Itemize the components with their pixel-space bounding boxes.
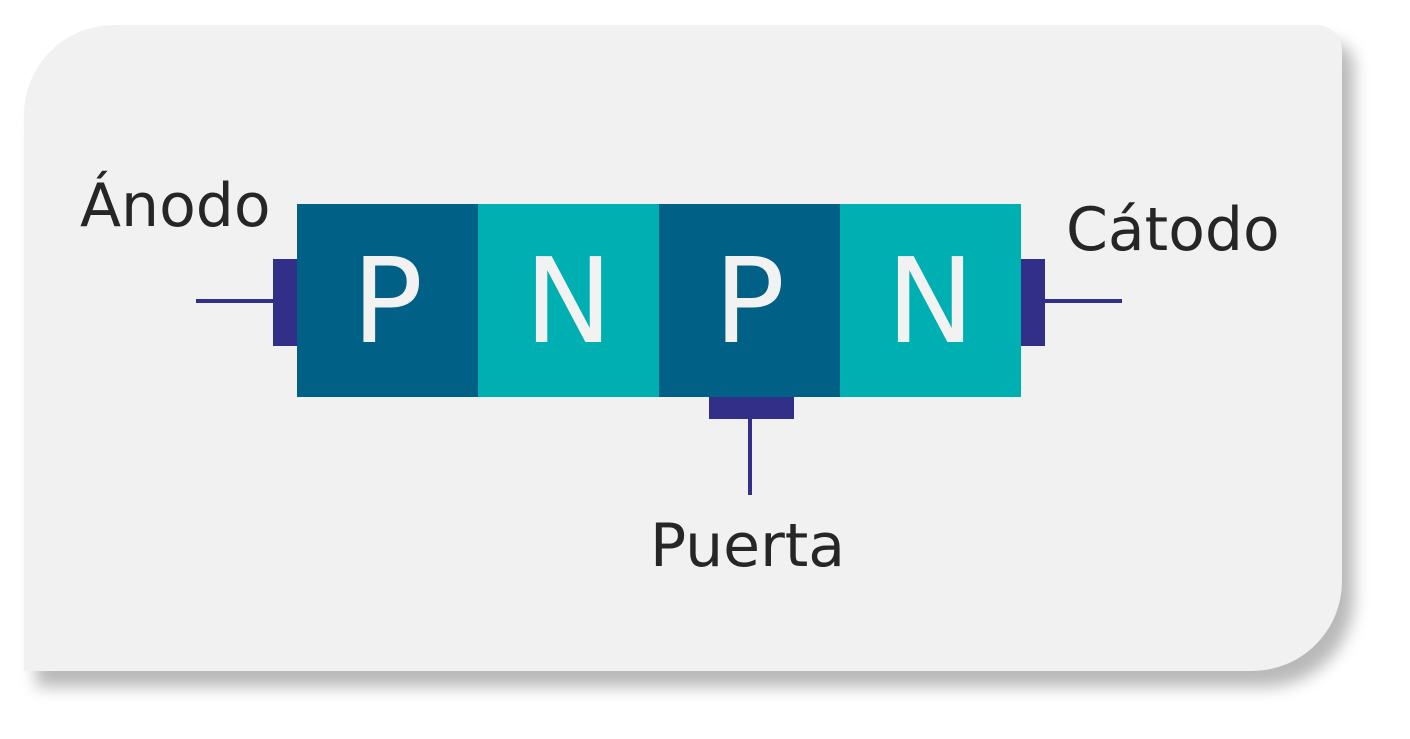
region-p1: P: [297, 204, 478, 397]
cathode-terminal-plate: [1021, 259, 1045, 346]
region-p2: P: [659, 204, 840, 397]
region-n2: N: [840, 204, 1021, 397]
cathode-terminal-lead: [1045, 299, 1122, 303]
anode-label: Ánodo: [80, 171, 271, 241]
anode-terminal-lead: [196, 299, 273, 303]
region-p1-letter: P: [351, 231, 424, 370]
region-n1: N: [478, 204, 659, 397]
gate-terminal-plate: [709, 397, 794, 419]
gate-terminal-lead: [748, 419, 752, 495]
region-p2-letter: P: [713, 231, 786, 370]
cathode-label: Cátodo: [1066, 195, 1280, 265]
anode-terminal-plate: [273, 259, 297, 346]
region-n2-letter: N: [886, 231, 975, 370]
region-n1-letter: N: [524, 231, 613, 370]
gate-label: Puerta: [650, 511, 846, 581]
